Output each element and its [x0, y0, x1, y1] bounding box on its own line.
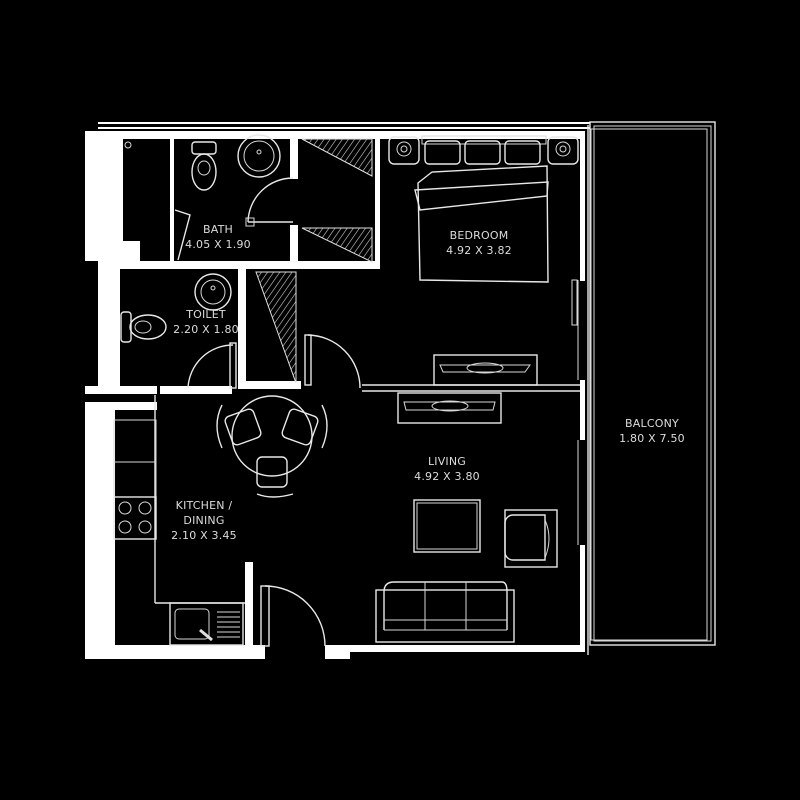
- room-dimensions: 2.20 X 1.80: [173, 323, 239, 336]
- room-name: BEDROOM: [449, 229, 509, 242]
- outer-walls: [85, 122, 590, 659]
- room-name: BALCONY: [625, 417, 679, 430]
- toilet-fixtures: [120, 273, 361, 389]
- room-label-toilet: TOILET 2.20 X 1.80: [162, 307, 250, 337]
- room-label-living: LIVING 4.92 X 3.80: [400, 454, 494, 484]
- kitchen-dining-furniture: [113, 395, 328, 647]
- room-dimensions: 4.05 X 1.90: [185, 238, 251, 251]
- room-name-line2: DINING: [183, 514, 225, 527]
- bedroom-furniture: [388, 135, 579, 386]
- room-label-kitchen-dining: KITCHEN / DINING 2.10 X 3.45: [160, 498, 248, 543]
- room-label-balcony: BALCONY 1.80 X 7.50: [606, 416, 698, 446]
- room-name: LIVING: [427, 455, 467, 468]
- bath-fixtures: [124, 134, 294, 261]
- service-shafts: [255, 138, 373, 384]
- room-label-bath: BATH 4.05 X 1.90: [172, 222, 264, 252]
- room-name: BATH: [202, 223, 233, 236]
- living-furniture: [375, 392, 558, 643]
- room-dimensions: 1.80 X 7.50: [619, 432, 685, 445]
- balcony-outline: [589, 121, 716, 646]
- room-label-bedroom: BEDROOM 4.92 X 3.82: [432, 228, 526, 258]
- room-name: KITCHEN /: [175, 499, 233, 512]
- room-dimensions: 2.10 X 3.45: [171, 529, 237, 542]
- room-dimensions: 4.92 X 3.82: [446, 244, 512, 257]
- room-name: TOILET: [186, 308, 226, 321]
- room-dimensions: 4.92 X 3.80: [414, 470, 480, 483]
